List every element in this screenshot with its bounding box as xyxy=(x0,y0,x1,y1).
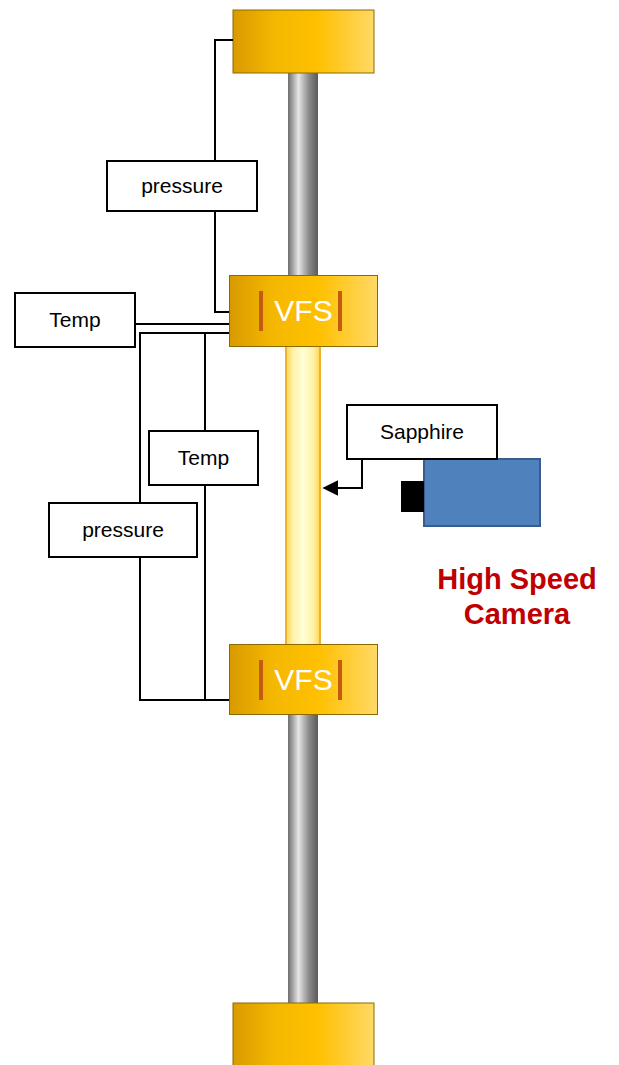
camera-label: High Speed Camera xyxy=(422,562,612,632)
sensor-box: pressure xyxy=(106,160,258,212)
node-text: pressure xyxy=(82,518,164,542)
vfs-bar xyxy=(338,660,342,700)
node-text: Temp xyxy=(49,308,100,332)
vfs-bar xyxy=(259,660,263,700)
sapphire-section xyxy=(286,345,320,646)
vfs-block: VFS xyxy=(229,275,378,347)
camera-body xyxy=(424,459,540,526)
connector xyxy=(205,486,229,700)
connector xyxy=(140,558,229,700)
node-text: Temp xyxy=(178,446,229,470)
pressure-tap-line xyxy=(215,40,233,160)
connector xyxy=(205,333,229,430)
sensor-box: pressure xyxy=(48,502,198,558)
vfs-block: VFS xyxy=(229,644,378,715)
sensor-box: Temp xyxy=(14,292,136,348)
sensor-box: Temp xyxy=(148,430,259,486)
camera-lens xyxy=(401,481,424,512)
connector xyxy=(136,323,229,325)
end-block xyxy=(233,10,374,73)
connector xyxy=(215,212,229,312)
sensor-box: Sapphire xyxy=(346,404,498,460)
node-text: Sapphire xyxy=(380,420,464,444)
leader-line xyxy=(324,460,362,488)
vfs-bar xyxy=(338,291,342,331)
vfs-bar xyxy=(259,291,263,331)
node-text: VFS xyxy=(274,663,332,697)
node-text: pressure xyxy=(141,174,223,198)
end-block xyxy=(233,1003,374,1065)
node-text: VFS xyxy=(274,294,332,328)
